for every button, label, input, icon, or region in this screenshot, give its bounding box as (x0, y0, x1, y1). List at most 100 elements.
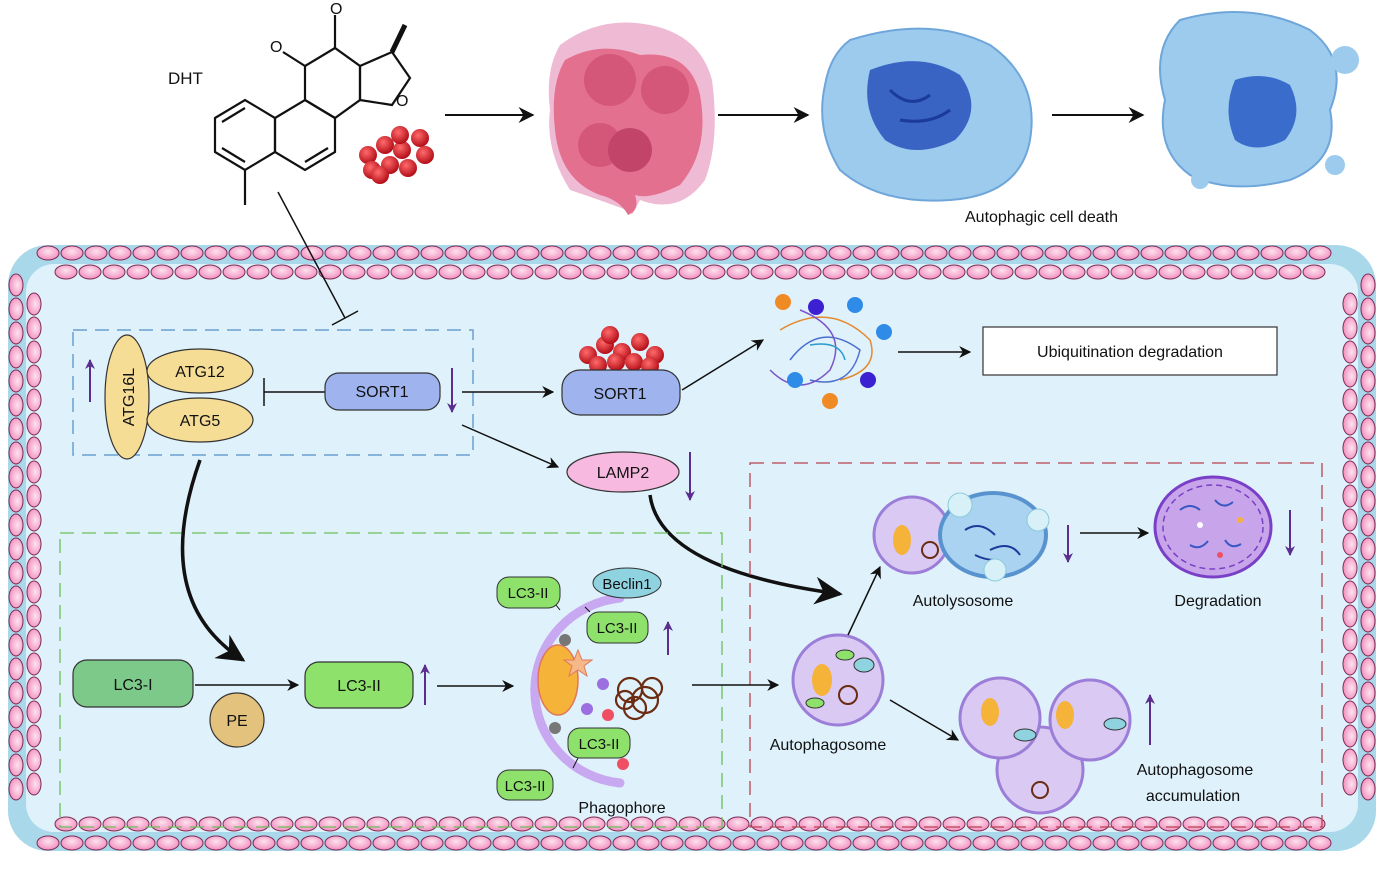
membrane-bead (1206, 816, 1230, 832)
particle (391, 126, 409, 144)
membrane-bead (1360, 561, 1376, 585)
membrane-bead (894, 816, 918, 832)
membrane-bead (918, 816, 942, 832)
membrane-bead (390, 264, 414, 280)
lamp2-label: LAMP2 (597, 465, 650, 482)
membrane-bead (804, 245, 828, 261)
membrane-bead (1278, 816, 1302, 832)
membrane-bead (396, 835, 420, 851)
accumulation-label-line1: Autophagosome (1137, 762, 1254, 779)
particle (601, 326, 619, 344)
membrane-bead (318, 816, 342, 832)
membrane-bead (228, 835, 252, 851)
membrane-bead (174, 816, 198, 832)
membrane-bead (564, 245, 588, 261)
membrane-bead (1110, 264, 1134, 280)
membrane-bead (1360, 729, 1376, 753)
membrane-bead (78, 264, 102, 280)
membrane-bead (324, 245, 348, 261)
membrane-bead (348, 835, 372, 851)
arrow (461, 424, 560, 469)
membrane-bead (1342, 412, 1358, 436)
membrane-bead (8, 561, 24, 585)
membrane-bead (1086, 816, 1110, 832)
membrane-bead (1360, 321, 1376, 345)
membrane-bead (174, 264, 198, 280)
dht-label: DHT (168, 69, 203, 88)
membrane-bead (1110, 816, 1134, 832)
membrane-bead (1062, 264, 1086, 280)
membrane-bead (8, 297, 24, 321)
membrane-bead (972, 835, 996, 851)
membrane-bead (8, 489, 24, 513)
membrane-bead (1230, 816, 1254, 832)
membrane-bead (678, 816, 702, 832)
membrane-bead (732, 835, 756, 851)
membrane-bead (1342, 436, 1358, 460)
membrane-bead (366, 264, 390, 280)
membrane-bead (1014, 816, 1038, 832)
membrane-bead (510, 816, 534, 832)
membrane-bead (822, 816, 846, 832)
membrane-bead (756, 245, 780, 261)
membrane-bead (26, 292, 42, 316)
membrane-bead (246, 816, 270, 832)
membrane-bead (26, 508, 42, 532)
membrane-bead (1308, 245, 1332, 261)
membrane-bead (222, 816, 246, 832)
membrane-bead (636, 245, 660, 261)
membrane-bead (996, 245, 1020, 261)
oxygen-label: O (396, 93, 408, 110)
membrane-bead (924, 245, 948, 261)
membrane-bead (462, 816, 486, 832)
membrane-bead (1342, 484, 1358, 508)
membrane-bead (222, 264, 246, 280)
membrane-bead (612, 835, 636, 851)
membrane-bead (948, 835, 972, 851)
membrane-bead (8, 609, 24, 633)
membrane-bead (774, 264, 798, 280)
membrane-bead (54, 264, 78, 280)
membrane-bead (318, 264, 342, 280)
membrane-bead (198, 264, 222, 280)
membrane-bead (996, 835, 1020, 851)
membrane-bead (420, 245, 444, 261)
membrane-bead (270, 264, 294, 280)
particle (359, 146, 377, 164)
membrane-bead (750, 264, 774, 280)
membrane-bead (468, 835, 492, 851)
phagophore (530, 593, 664, 788)
particle (411, 129, 429, 147)
membrane-bead (300, 245, 324, 261)
sort1-node (324, 372, 441, 411)
membrane-bead (486, 264, 510, 280)
membrane-bead (1092, 245, 1116, 261)
membrane-bead (1236, 245, 1260, 261)
membrane-bead (1038, 264, 1062, 280)
thick-arrow (180, 459, 246, 662)
lc3-ii-marker (567, 727, 631, 759)
membrane-bead (1360, 777, 1376, 801)
membrane-bead (1182, 816, 1206, 832)
membrane-bead (1134, 264, 1158, 280)
membrane-bead (204, 835, 228, 851)
membrane-bead (342, 816, 366, 832)
membrane-bead (606, 816, 630, 832)
membrane-bead (1212, 245, 1236, 261)
membrane-bead (294, 816, 318, 832)
membrane-bead (26, 556, 42, 580)
sort1-bound-node (561, 369, 681, 416)
membrane-bead (534, 816, 558, 832)
membrane-bead (1342, 604, 1358, 628)
beclin1-marker (592, 567, 662, 599)
membrane-bead (1020, 835, 1044, 851)
membrane-bead (294, 264, 318, 280)
membrane-bead (1062, 816, 1086, 832)
membrane-bead (8, 585, 24, 609)
membrane-bead (1360, 537, 1376, 561)
membrane-bead (84, 245, 108, 261)
membrane-bead (876, 245, 900, 261)
membrane-bead (846, 264, 870, 280)
membrane-bead (1342, 772, 1358, 796)
